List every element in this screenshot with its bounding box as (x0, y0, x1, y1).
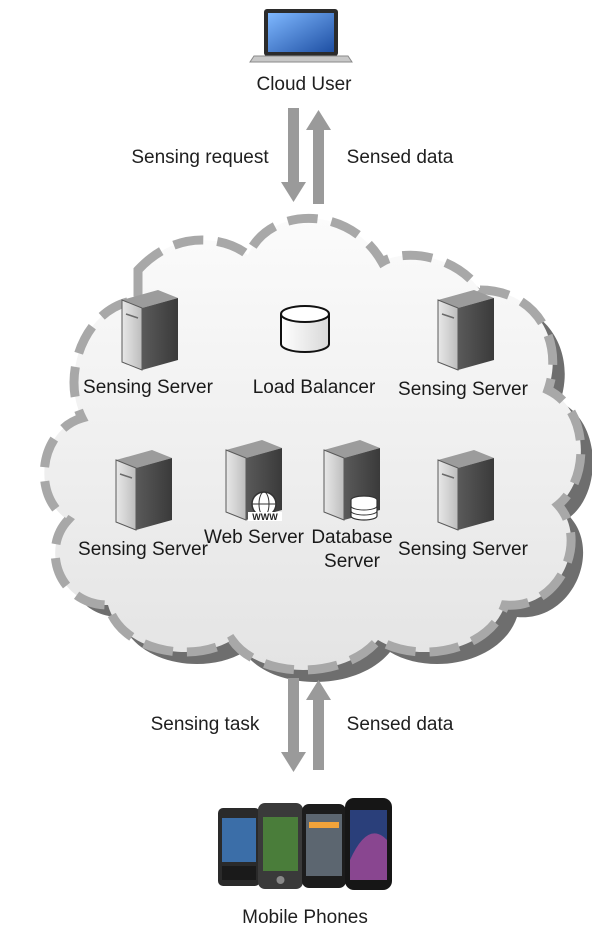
database-server-label: Database Server (282, 526, 422, 574)
web-server-label: Web Server (184, 526, 324, 550)
node-line2: Server (471, 379, 528, 400)
node-line1: Database (311, 527, 393, 548)
cloud-user-label: Cloud User (256, 74, 352, 95)
server-globe-icon: WWW (225, 440, 282, 522)
database-cylinder-icon (280, 305, 330, 353)
sensing-server-label: Sensing Server (393, 538, 533, 562)
sensing-server-label: Sensing Server (73, 538, 213, 562)
load-balancer-label: Load Balancer (244, 376, 384, 400)
www-badge: WWW (252, 512, 278, 522)
node-line2: Server (156, 377, 213, 398)
laptop-icon (249, 9, 353, 63)
sensed-data-bottom-label: Sensed data (346, 714, 454, 735)
mobile-phones-label: Mobile Phones (242, 907, 368, 928)
node-line1: Sensing (398, 539, 467, 560)
node-line2: Server (248, 527, 304, 548)
cloud (39, 213, 586, 675)
arrow-sensed-data-up (306, 110, 331, 204)
node-line1: Sensing (398, 379, 467, 400)
node-line1: Web (204, 527, 243, 548)
node-line1: Sensing (83, 377, 152, 398)
node-line2: Server (324, 551, 380, 572)
node-line1: Load (252, 377, 295, 398)
sensing-request-label: Sensing request (131, 147, 269, 168)
server-icon (437, 290, 494, 371)
node-line1: Sensing (78, 539, 147, 560)
arrow-sensing-task (281, 678, 306, 772)
server-icon (115, 450, 172, 531)
node-line2: Server (471, 539, 528, 560)
mobile-phones-icon (218, 798, 392, 890)
sensed-data-top-label: Sensed data (346, 147, 454, 168)
server-icon (437, 450, 494, 531)
arrow-sensed-data-bottom (306, 680, 331, 770)
sensing-server-label: Sensing Server (78, 376, 218, 400)
server-icon (121, 290, 178, 371)
sensing-server-label: Sensing Server (393, 378, 533, 402)
sensing-task-label: Sensing task (150, 714, 260, 735)
server-disks-icon (323, 440, 380, 521)
arrow-sensing-request (281, 108, 306, 202)
node-line2: Server (151, 539, 208, 560)
node-line2: Balancer (300, 377, 376, 398)
